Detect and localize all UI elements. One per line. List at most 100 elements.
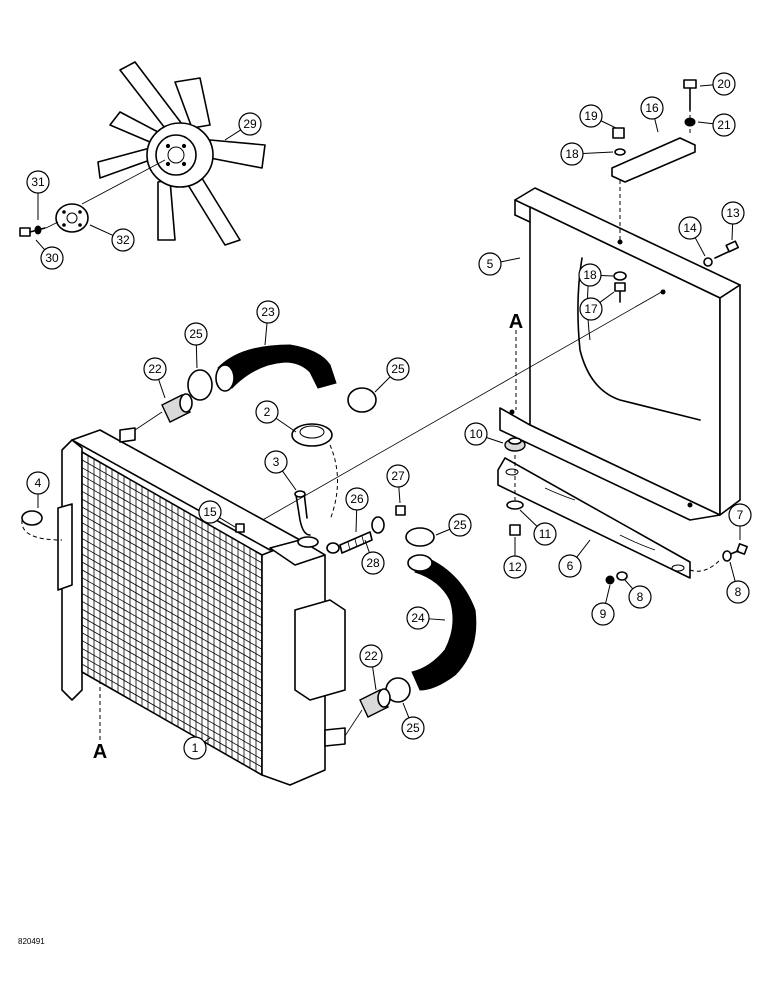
callout-number: 6 xyxy=(567,559,574,573)
callout-leader xyxy=(195,344,198,369)
bolt-13 xyxy=(703,240,740,267)
callout-circle xyxy=(359,644,383,668)
callout-15: 15 xyxy=(198,500,236,528)
callout-circle xyxy=(721,201,745,225)
fin-line xyxy=(81,553,263,658)
callout-circle xyxy=(386,464,410,488)
callout-number: 4 xyxy=(35,476,42,490)
callout-leader xyxy=(599,291,615,303)
callout-circle xyxy=(401,716,425,740)
fin-line xyxy=(81,506,263,611)
callout-circle xyxy=(712,72,736,96)
callout-circle xyxy=(255,400,279,424)
callout-13: 13 xyxy=(721,201,745,241)
hose-sleeve xyxy=(359,688,391,718)
callout-1: 1 xyxy=(183,736,211,760)
callout-leader xyxy=(35,239,46,251)
fin-line xyxy=(81,490,263,595)
callout-number: 25 xyxy=(406,721,420,735)
callout-circle xyxy=(26,170,50,194)
callout-20: 20 xyxy=(699,72,736,96)
screw-15 xyxy=(235,523,245,533)
callout-29: 29 xyxy=(224,112,262,141)
assembly-line xyxy=(344,709,363,737)
spacer-plate xyxy=(55,159,166,233)
callout-number: 15 xyxy=(203,505,217,519)
callout-number: 2 xyxy=(264,405,271,419)
callout-circle xyxy=(560,142,584,166)
bolt-20 xyxy=(683,79,697,127)
callout-leader xyxy=(600,120,617,129)
callout-leader xyxy=(697,121,714,125)
callout-number: 11 xyxy=(539,527,552,541)
callout-leader xyxy=(281,470,297,491)
callout-8: 8 xyxy=(624,579,652,609)
callout-number: 17 xyxy=(584,302,598,316)
callout-number: 19 xyxy=(584,109,598,123)
callout-number: 1 xyxy=(192,741,199,755)
callout-leader xyxy=(605,584,611,604)
callout-number: 25 xyxy=(391,362,405,376)
callout-3: 3 xyxy=(264,450,297,491)
callout-circle xyxy=(640,96,664,120)
callout-25: 25 xyxy=(401,702,425,740)
callout-leader xyxy=(224,129,242,141)
fin-line xyxy=(81,600,263,705)
callout-number: 7 xyxy=(737,508,744,522)
callout-number: 23 xyxy=(261,305,275,319)
callout-number: 12 xyxy=(508,560,522,574)
callout-number: 30 xyxy=(45,251,59,265)
fin-line xyxy=(81,593,263,697)
callout-circle xyxy=(533,522,557,546)
callout-number: 29 xyxy=(243,117,257,131)
fin-line xyxy=(81,648,263,752)
fin-line xyxy=(81,616,263,721)
fin-line xyxy=(81,632,263,737)
callout-32: 32 xyxy=(89,224,135,252)
fin-line xyxy=(81,663,263,768)
callout-number: 14 xyxy=(683,221,697,235)
callout-number: 8 xyxy=(735,585,742,599)
callout-number: 25 xyxy=(453,518,467,532)
drain-fitting xyxy=(326,505,406,554)
callout-leader xyxy=(219,517,236,528)
callout-leader xyxy=(500,257,521,263)
callout-number: 9 xyxy=(600,607,607,621)
callout-circle xyxy=(40,246,64,270)
overflow-tube xyxy=(294,490,311,536)
callout-9: 9 xyxy=(591,584,615,626)
mount-hardware xyxy=(504,437,526,536)
callout-leader xyxy=(729,561,736,582)
callout-number: 5 xyxy=(487,257,494,271)
callout-circle xyxy=(184,322,208,346)
callout-5: 5 xyxy=(478,252,521,276)
callout-circle xyxy=(264,450,288,474)
radiator-core-fins xyxy=(81,455,263,772)
callout-leader xyxy=(203,737,211,743)
callout-circle xyxy=(591,602,615,626)
callout-circle xyxy=(678,216,702,240)
callout-leader xyxy=(731,223,734,241)
fin-line xyxy=(81,475,263,579)
callout-number: 26 xyxy=(350,492,364,506)
bracket-hardware xyxy=(605,543,748,585)
callout-circle xyxy=(578,263,602,287)
callout-leader xyxy=(486,437,504,444)
callout-circle xyxy=(143,357,167,381)
callout-circle xyxy=(464,422,488,446)
fin-line xyxy=(81,577,263,682)
callout-circle xyxy=(198,500,222,524)
callout-14: 14 xyxy=(678,216,706,257)
callout-19: 19 xyxy=(579,104,617,129)
upper-bracket xyxy=(611,80,696,240)
fin-line xyxy=(81,640,263,744)
callout-number: 31 xyxy=(31,175,45,189)
callout-leader xyxy=(699,84,714,87)
nut-19 xyxy=(612,127,626,156)
callout-11: 11 xyxy=(519,509,557,546)
callout-number: 18 xyxy=(583,268,597,282)
hose-clamp xyxy=(347,387,377,413)
fin-line xyxy=(81,569,263,674)
callout-circle xyxy=(728,503,752,527)
fin-line xyxy=(81,608,263,713)
